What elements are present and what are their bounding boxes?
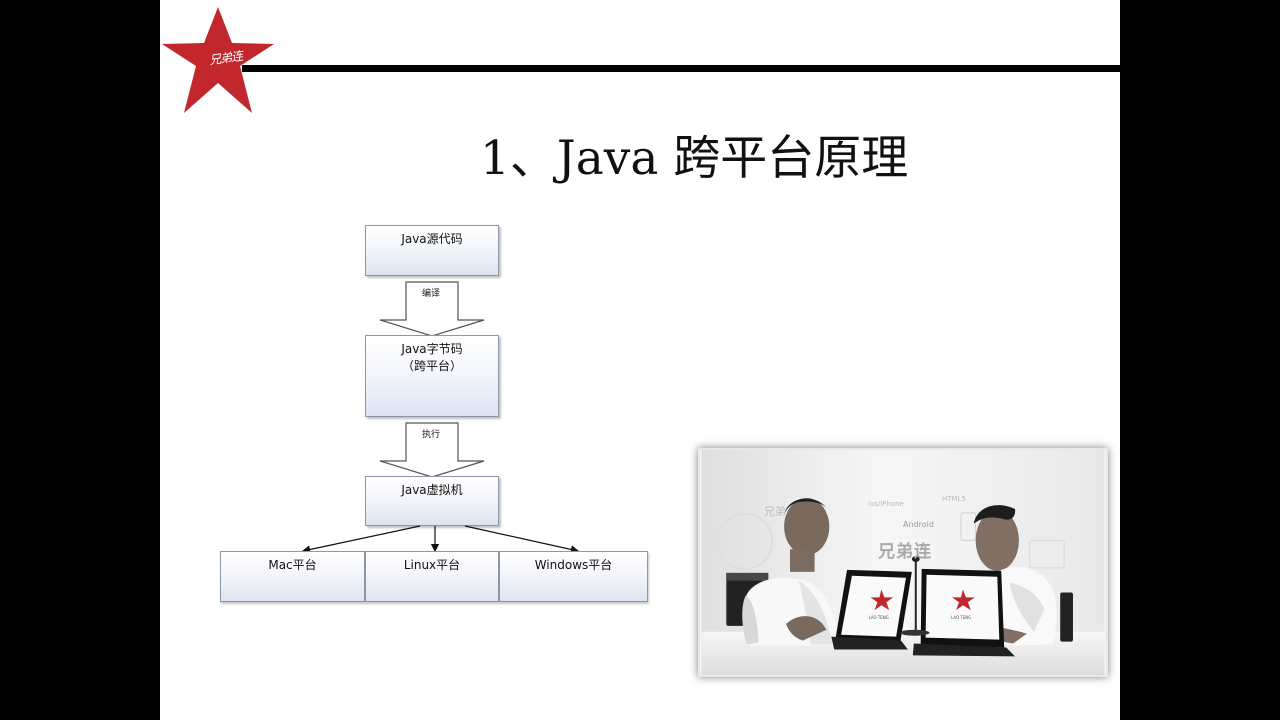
execute-arrow: 执行 xyxy=(379,422,485,478)
java-virtual-machine-label: Java虚拟机 xyxy=(401,483,463,497)
video-background-ios-text: ios/iPhone xyxy=(868,500,904,508)
down-arrow-icon xyxy=(379,422,485,478)
compile-arrow: 编译 xyxy=(379,281,485,337)
compile-label: 编译 xyxy=(422,289,441,299)
header-divider xyxy=(242,65,1120,72)
java-virtual-machine-box: Java虚拟机 xyxy=(365,476,499,526)
java-source-code-box: Java源代码 xyxy=(365,225,499,276)
mac-platform-box: Mac平台 xyxy=(220,551,365,602)
java-bytecode-label-line-2: （跨平台） xyxy=(401,359,462,373)
java-bytecode-label-line-1: Java字节码 xyxy=(401,342,463,356)
java-source-code-label: Java源代码 xyxy=(401,232,463,246)
svg-text:LAO TENG: LAO TENG xyxy=(869,615,889,620)
windows-platform-box: Windows平台 xyxy=(499,551,648,602)
windows-connector xyxy=(464,525,580,554)
classroom-video-image: LAO TENG LAO TENG xyxy=(701,450,1105,675)
video-brand-text: 兄弟连 xyxy=(878,542,932,562)
mac-platform-label: Mac平台 xyxy=(268,558,317,572)
linux-platform-label: Linux平台 xyxy=(403,558,461,572)
video-background-html5-text: HTML5 xyxy=(942,495,966,503)
linux-platform-box: Linux平台 xyxy=(365,551,499,602)
video-android-text: Android xyxy=(903,520,934,529)
brand-logo: 兄弟连 xyxy=(160,5,276,117)
red-star-icon xyxy=(162,7,274,113)
mac-connector xyxy=(301,525,421,554)
down-arrow-icon xyxy=(379,281,485,337)
java-bytecode-box: Java字节码 （跨平台） xyxy=(365,335,499,417)
windows-platform-label: Windows平台 xyxy=(534,558,613,572)
instructor-video-panel: LAO TENG LAO TENG 兄弟 ios/iPhone HTML5 An… xyxy=(698,448,1108,677)
execute-label: 执行 xyxy=(422,430,441,440)
svg-text:LAO TENG: LAO TENG xyxy=(951,615,971,620)
slide-title: 1、Java 跨平台原理 xyxy=(480,131,909,186)
presentation-slide: 兄弟连 1、Java 跨平台原理 Java源代码 编译 Java字节码 （跨平台… xyxy=(160,0,1120,720)
video-background-text: 兄弟 xyxy=(764,505,786,518)
